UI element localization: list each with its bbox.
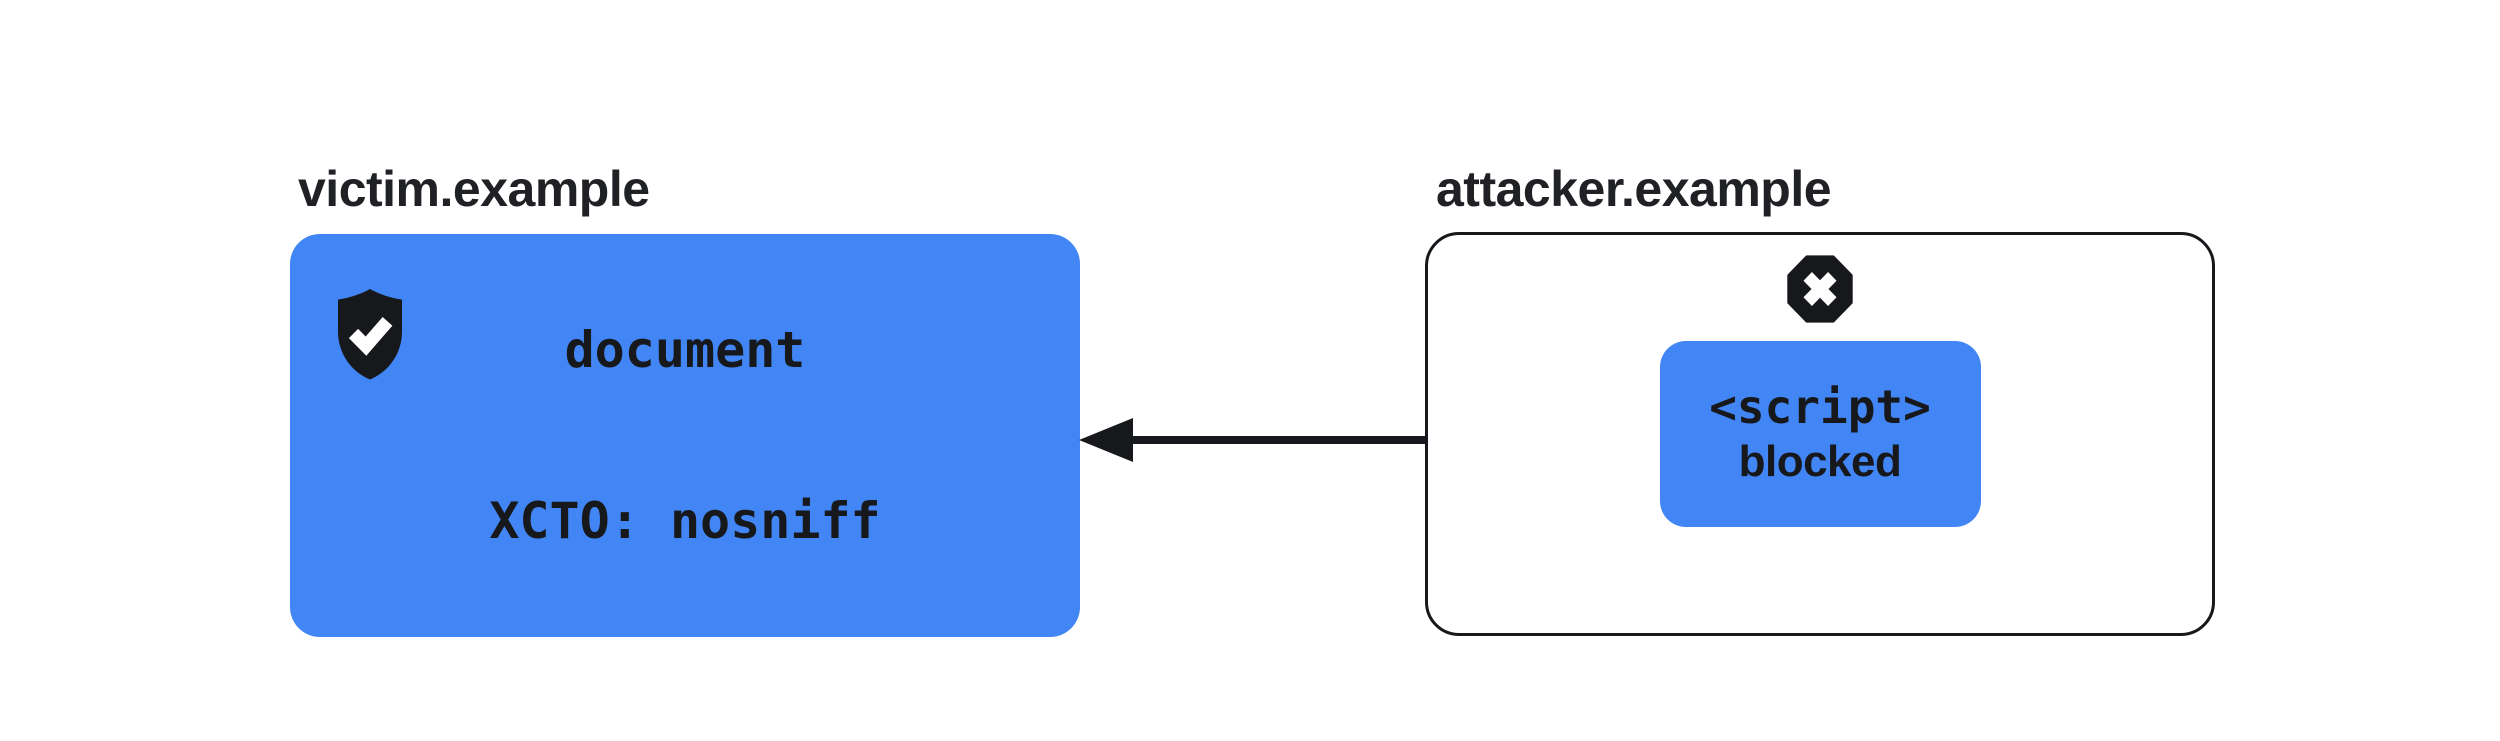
attacker-domain-label: attacker.example bbox=[1436, 161, 1832, 217]
script-blocked-box: <script> blocked bbox=[1659, 341, 1981, 527]
victim-domain-label: victim.example bbox=[298, 161, 650, 217]
victim-box-line-document: document bbox=[564, 320, 806, 379]
shield-check-icon bbox=[338, 289, 402, 380]
attacker-origin-box: <script> blocked bbox=[1425, 232, 2215, 636]
blocked-x-icon bbox=[1787, 255, 1853, 323]
script-tag-text: <script> bbox=[1709, 380, 1931, 434]
victim-box-text: document XCTO: nosniff bbox=[489, 208, 880, 664]
script-blocked-text: blocked bbox=[1738, 437, 1902, 486]
victim-document-box: document XCTO: nosniff bbox=[290, 234, 1080, 637]
victim-box-line-xcto-nosniff: XCTO: nosniff bbox=[489, 491, 881, 550]
arrowhead-left bbox=[1079, 418, 1133, 462]
